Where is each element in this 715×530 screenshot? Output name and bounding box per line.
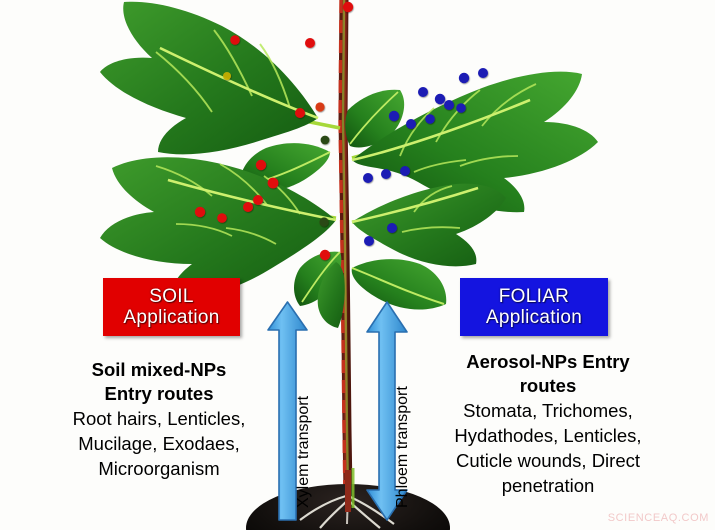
leaf-group-right — [317, 71, 598, 328]
foliar-routes-body-3: Cuticle wounds, Direct — [455, 450, 641, 471]
phloem-transport-label: Phloem transport — [394, 386, 411, 508]
soil-box-title: SOIL — [149, 285, 194, 307]
soil-routes-heading-1: Soil mixed-NPs — [91, 359, 227, 380]
foliar-box-title: FOLIAR — [498, 285, 570, 307]
leaf-group-left — [100, 1, 342, 306]
foliar-box-subtitle: Application — [485, 306, 583, 328]
soil-nanoparticle-dots — [194, 1, 354, 261]
foliar-routes-heading-2: routes — [519, 375, 577, 396]
phloem-transport-arrow: Phloem transport — [362, 300, 412, 522]
xylem-transport-arrow: Xylem transport — [265, 300, 312, 522]
xylem-transport-label: Xylem transport — [295, 395, 312, 508]
soil-routes-body-1: Root hairs, Lenticles, — [72, 408, 246, 429]
foliar-routes-heading-1: Aerosol-NPs Entry — [466, 351, 630, 372]
soil-box-subtitle: Application — [123, 306, 220, 328]
soil-routes-heading-2: Entry routes — [104, 383, 214, 404]
foliar-nanoparticle-dots — [363, 68, 488, 246]
watermark: SCIENCEAQ.COM — [607, 512, 709, 524]
soil-entry-routes-text: Soil mixed-NPs Entry routes Root hairs, … — [48, 358, 270, 481]
xylem-dashed-line — [338, 0, 347, 501]
soil-routes-body-2: Mucilage, Exodaes, — [78, 433, 240, 454]
foliar-entry-routes-text: Aerosol-NPs Entry routes Stomata, Tricho… — [424, 350, 672, 498]
plant-stem — [338, 0, 353, 497]
foliar-routes-body-2: Hydathodes, Lenticles, — [454, 425, 642, 446]
soil-application-box[interactable]: SOIL Application — [103, 278, 240, 336]
soil-routes-body-3: Microorganism — [98, 458, 220, 479]
foliar-routes-body-1: Stomata, Trichomes, — [463, 400, 633, 421]
foliar-routes-body-4: penetration — [501, 475, 595, 496]
foliar-application-box[interactable]: FOLIAR Application — [460, 278, 608, 336]
